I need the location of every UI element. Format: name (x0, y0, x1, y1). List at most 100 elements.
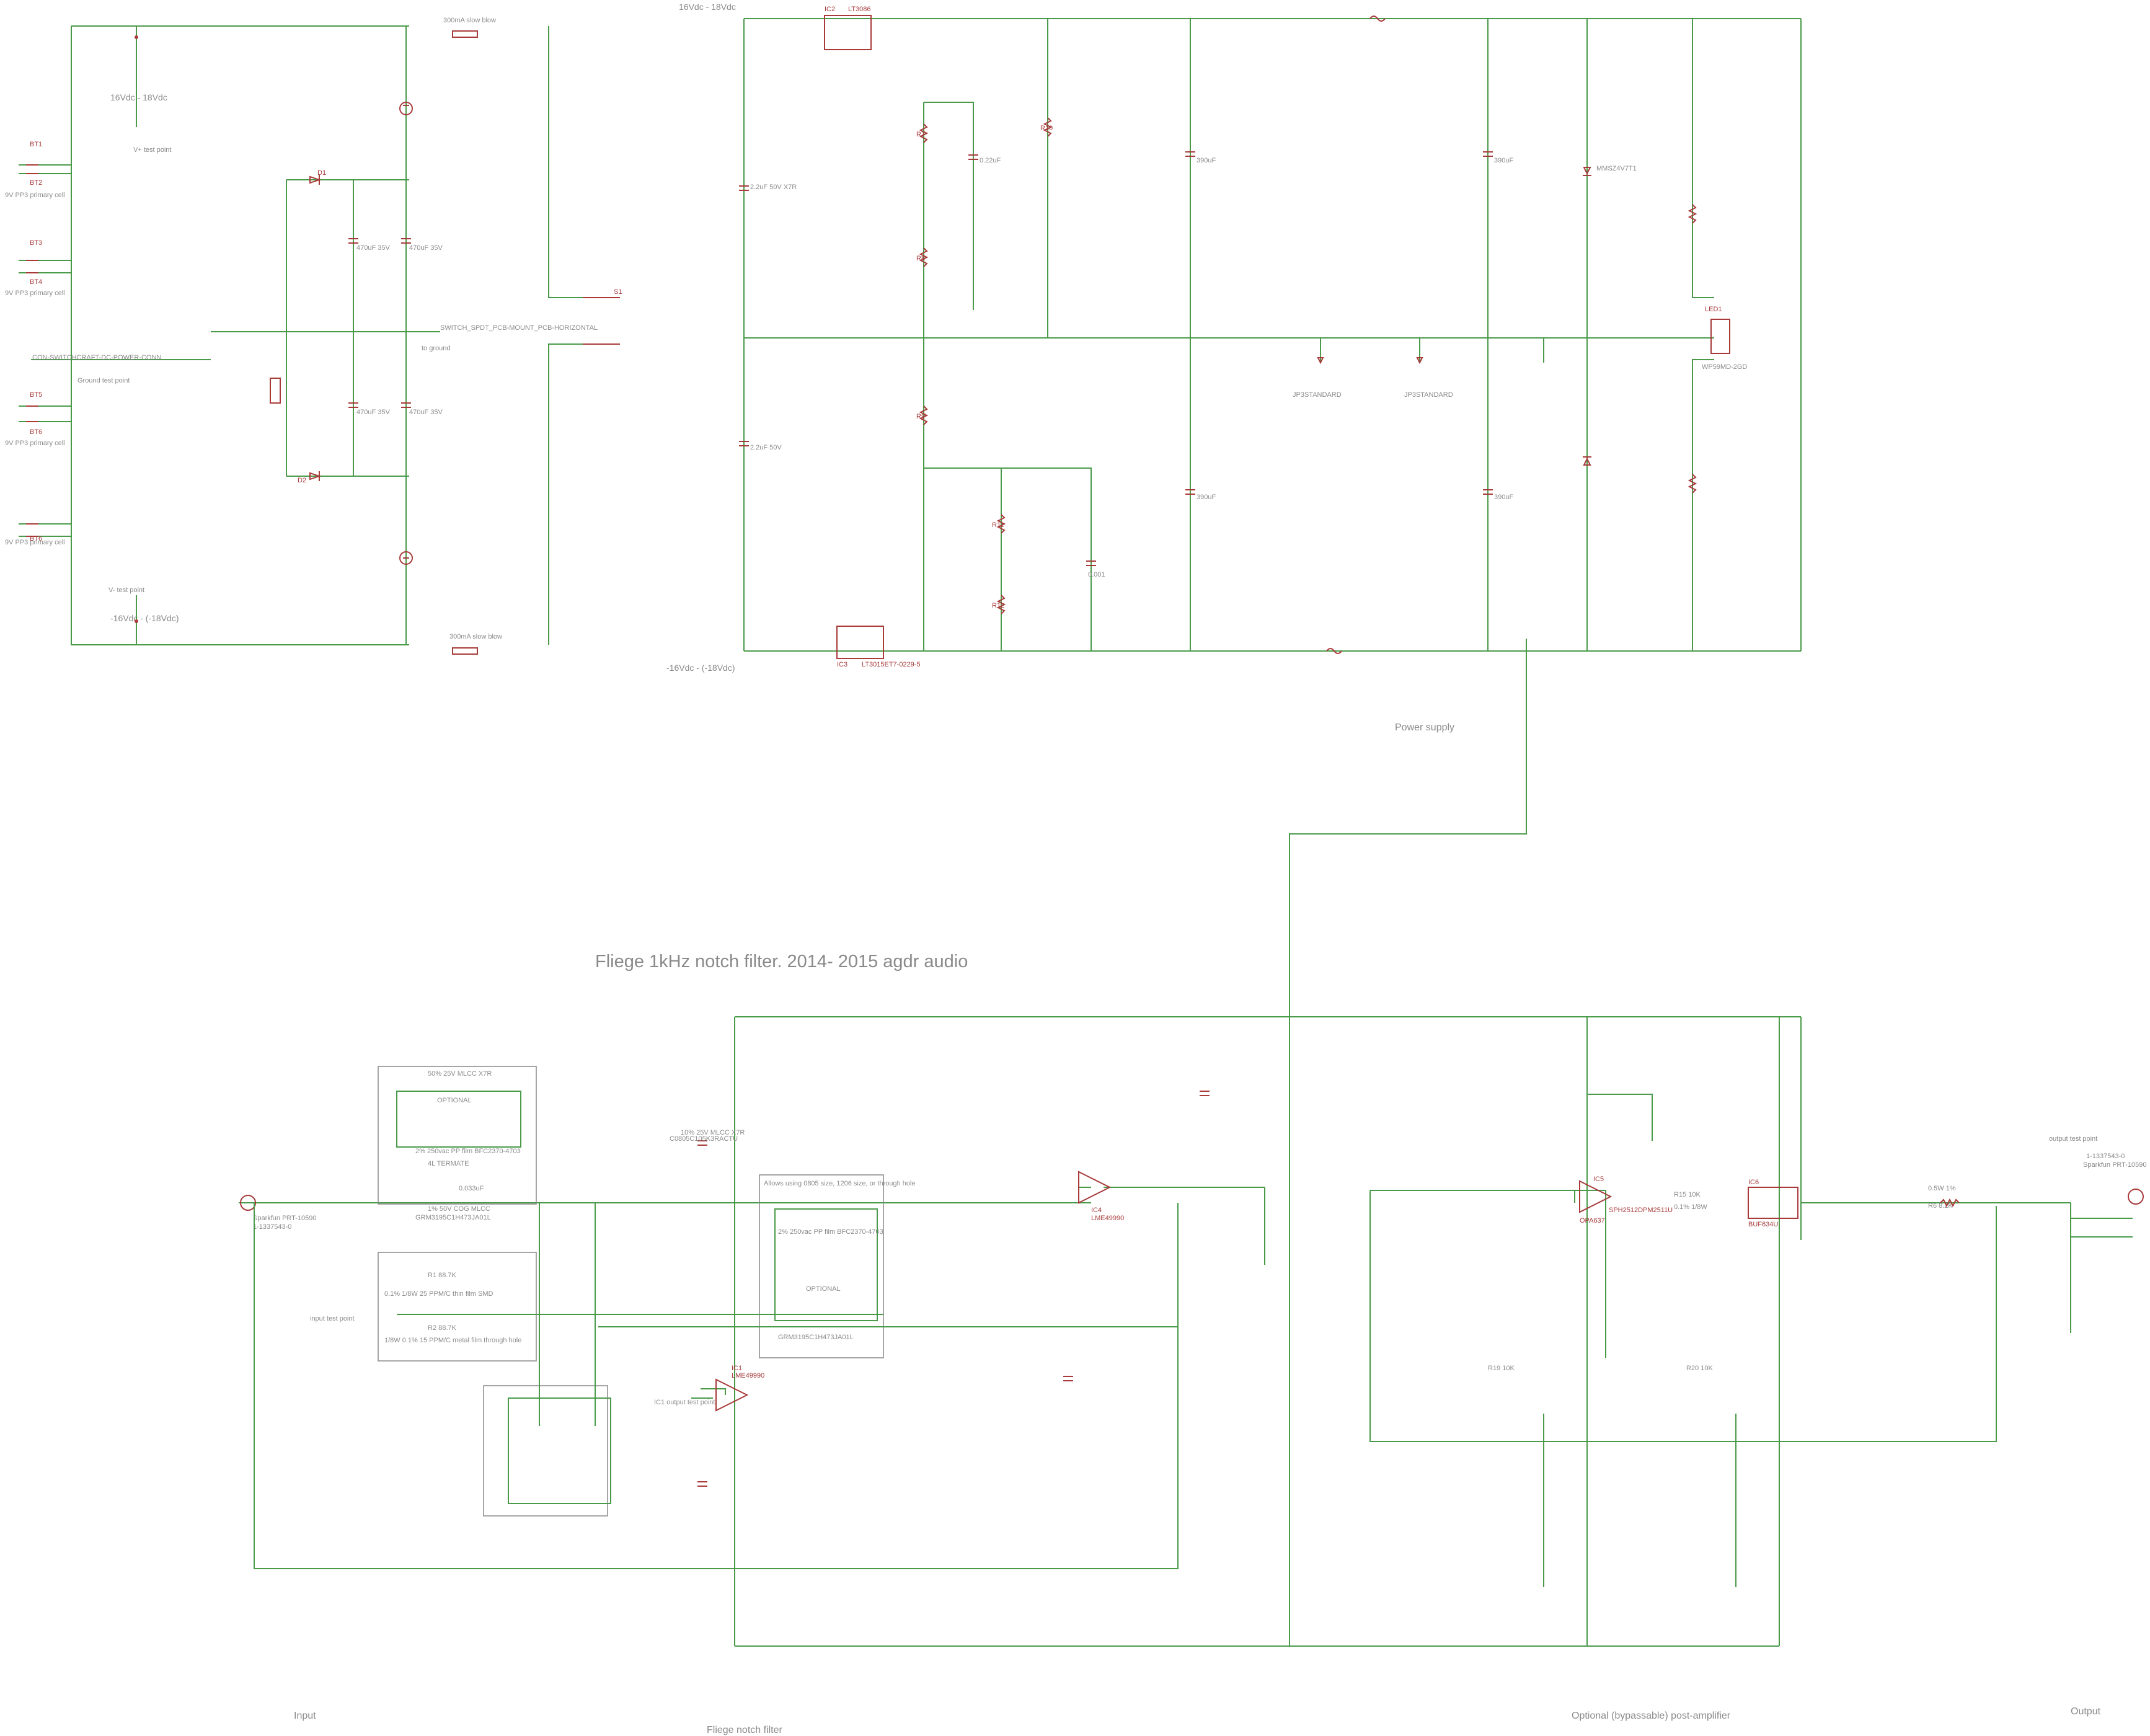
r-gain-label: 0.1% 1/8W (1674, 1203, 1707, 1211)
fuse-top: 300mA slow blow (443, 17, 496, 24)
cell-label-1: 9V PP3 primary cell (5, 192, 65, 199)
rectifier-block: D1 D2 470uF 35V 470uF 35V 470uF 35V 470u… (211, 17, 622, 655)
c20-label: 390uF (1494, 157, 1513, 164)
c17-label: 0.001 (1088, 571, 1105, 578)
ic1-ref: IC1 (732, 1365, 742, 1372)
r-gain-a: R19 10K (1488, 1365, 1515, 1372)
film-a-label: 2% 250vac PP film BFC2370-4703 (415, 1148, 521, 1155)
ground-right-label: to ground (422, 345, 450, 352)
c18-label: 390uF (1197, 157, 1216, 164)
bt6-label: BT6 (30, 428, 42, 436)
ic6-part: BUF634U (1748, 1221, 1778, 1228)
cell-label-4: 9V PP3 primary cell (5, 539, 65, 546)
c15-label: 0.22uF (980, 157, 1001, 164)
diagram-title: Fliege 1kHz notch filter. 2014- 2015 agd… (595, 952, 968, 972)
c4-label: 470uF 35V (409, 409, 443, 416)
cg-a-label: GRM3195C1H473JA01L (415, 1214, 491, 1221)
signal-block: Sparkfun PRT-10590 1-1337543-0 input tes… (239, 639, 2147, 1647)
fuse-bottom: 300mA slow blow (449, 633, 502, 640)
ic3-part: LT3015ET7-0229-5 (862, 661, 921, 668)
in-jack-code: 1-1337543-0 (253, 1223, 291, 1231)
c10-label: 2.2uF 50V X7R (750, 184, 797, 191)
output-test-point: output test point (2049, 1135, 2097, 1143)
opt-mid-label: OPTIONAL (806, 1285, 841, 1293)
zener-label: MMSZ4V7T1 (1596, 165, 1637, 172)
ic6-ref: IC6 (1748, 1179, 1759, 1186)
r9-label: R9 (916, 413, 925, 420)
ic3-ref: IC3 (837, 661, 847, 668)
ic5-part: OPA637 (1580, 1217, 1605, 1224)
section-input: Input (294, 1711, 316, 1721)
ground-test-point: Ground test point (77, 377, 130, 384)
switch-desc: SWITCH_SPDT_PCB-MOUNT_PCB-HORIZONTAL (440, 324, 598, 332)
r2-label: R2 88.7K (428, 1324, 457, 1332)
r10-label: R10 (1040, 125, 1053, 132)
r11-label: R11 (992, 521, 1004, 529)
ic2-part: LT3086 (848, 6, 871, 13)
vminus-test-point: V- test point (108, 587, 144, 594)
r-notch-b-label: 1/8W 0.1% 15 PPM/C metal film through ho… (384, 1337, 521, 1344)
r-gain-b: R20 10K (1686, 1365, 1713, 1372)
d1-label: D1 (317, 169, 326, 177)
d2-label: D2 (298, 477, 306, 484)
c-main-label: 0.033uF (459, 1185, 484, 1192)
jp-std-ps-2: JP3STANDARD (1404, 391, 1453, 399)
alt-a-label: 4L TERMATE (428, 1160, 469, 1167)
film-b-label: 2% 250vac PP film BFC2370-4703 (778, 1228, 883, 1236)
section-power-supply: Power supply (1395, 722, 1454, 733)
c21-label: 390uF (1494, 494, 1513, 501)
rail-pos-left: 16Vdc - 18Vdc (110, 92, 167, 102)
c2-label: 470uF 35V (409, 244, 443, 252)
in-jack-part: Sparkfun PRT-10590 (253, 1215, 317, 1222)
bt5-label: BT5 (30, 391, 42, 399)
jp-std-ps-1: JP3STANDARD (1293, 391, 1342, 399)
input-test-point: input test point (310, 1315, 355, 1322)
section-post-amp: Optional (bypassable) post-amplifier (1572, 1711, 1731, 1721)
switch-ref: S1 (614, 288, 622, 296)
ic1-part: LME49990 (732, 1372, 764, 1380)
r-post-a: R15 10K (1674, 1191, 1701, 1198)
connector-desc: CON-SWITCHCRAFT-DC-POWER-CONN (32, 354, 161, 361)
vplus-test-point: V+ test point (133, 146, 171, 154)
c3-label: 470uF 35V (356, 409, 390, 416)
led-ref: LED1 (1705, 306, 1722, 313)
bypass-part-1: C0805C105K3RACTU (670, 1135, 738, 1143)
r-out-label: 0.5W 1% (1928, 1185, 1956, 1192)
rail-neg-left: -16Vdc - (-18Vdc) (110, 613, 179, 623)
r-notch-a-label: 0.1% 1/8W 25 PPM/C thin film SMD (384, 1290, 493, 1298)
out-jack-part: Sparkfun PRT-10590 (2083, 1161, 2147, 1169)
r-out-val: R6 8.2K (1928, 1202, 1953, 1210)
rail-pos-ps: 16Vdc - 18Vdc (679, 2, 736, 12)
out-jack-code: 1-1337543-0 (2086, 1153, 2125, 1160)
r7-label: R7 (916, 131, 925, 138)
c11-label: 2.2uF 50V (750, 444, 782, 451)
r8-label: R8 (916, 255, 925, 262)
mlcc-a-label: 1% 50V COG MLCC (428, 1205, 490, 1213)
ic5-ref: IC5 (1593, 1176, 1604, 1183)
r12-label: R12 (992, 602, 1004, 609)
ic4-ref: IC4 (1091, 1207, 1102, 1214)
c19-label: 390uF (1197, 494, 1216, 501)
regulator-block: IC2 LT3086 IC3 LT3015ET7-0229-5 16Vdc - … (666, 2, 1802, 673)
r1-label: R1 88.7K (428, 1272, 457, 1279)
ic5-alt: SPH2512DPM2511U (1609, 1207, 1673, 1214)
section-notch: Fliege notch filter (707, 1725, 783, 1735)
ic2-ref: IC2 (825, 6, 835, 13)
ic1-out-test: IC1 output test point (654, 1399, 715, 1406)
bt4-label: BT4 (30, 278, 42, 286)
ic4-part: LME49990 (1091, 1215, 1124, 1222)
c1-label: 470uF 35V (356, 244, 390, 252)
battery-block: BT1 BT2 9V PP3 primary cell BT3 BT4 9V P… (5, 25, 409, 645)
bypass-rating-1: 10% 25V MLCC X7R (681, 1129, 745, 1136)
allow-a-label: Allows using 0805 size, 1206 size, or th… (764, 1180, 916, 1187)
c-top-label: 50% 25V MLCC X7R (428, 1070, 492, 1078)
opt-top-label: OPTIONAL (437, 1097, 472, 1104)
section-output: Output (2071, 1706, 2101, 1717)
bt6b-label: BT6 (30, 535, 42, 542)
cg-b-label: GRM3195C1H473JA01L (778, 1334, 854, 1341)
bt1-label: BT1 (30, 141, 42, 148)
led-part: WP59MD-2GD (1702, 363, 1747, 371)
rail-neg-ps: -16Vdc - (-18Vdc) (666, 663, 735, 673)
cell-label-3: 9V PP3 primary cell (5, 440, 65, 447)
